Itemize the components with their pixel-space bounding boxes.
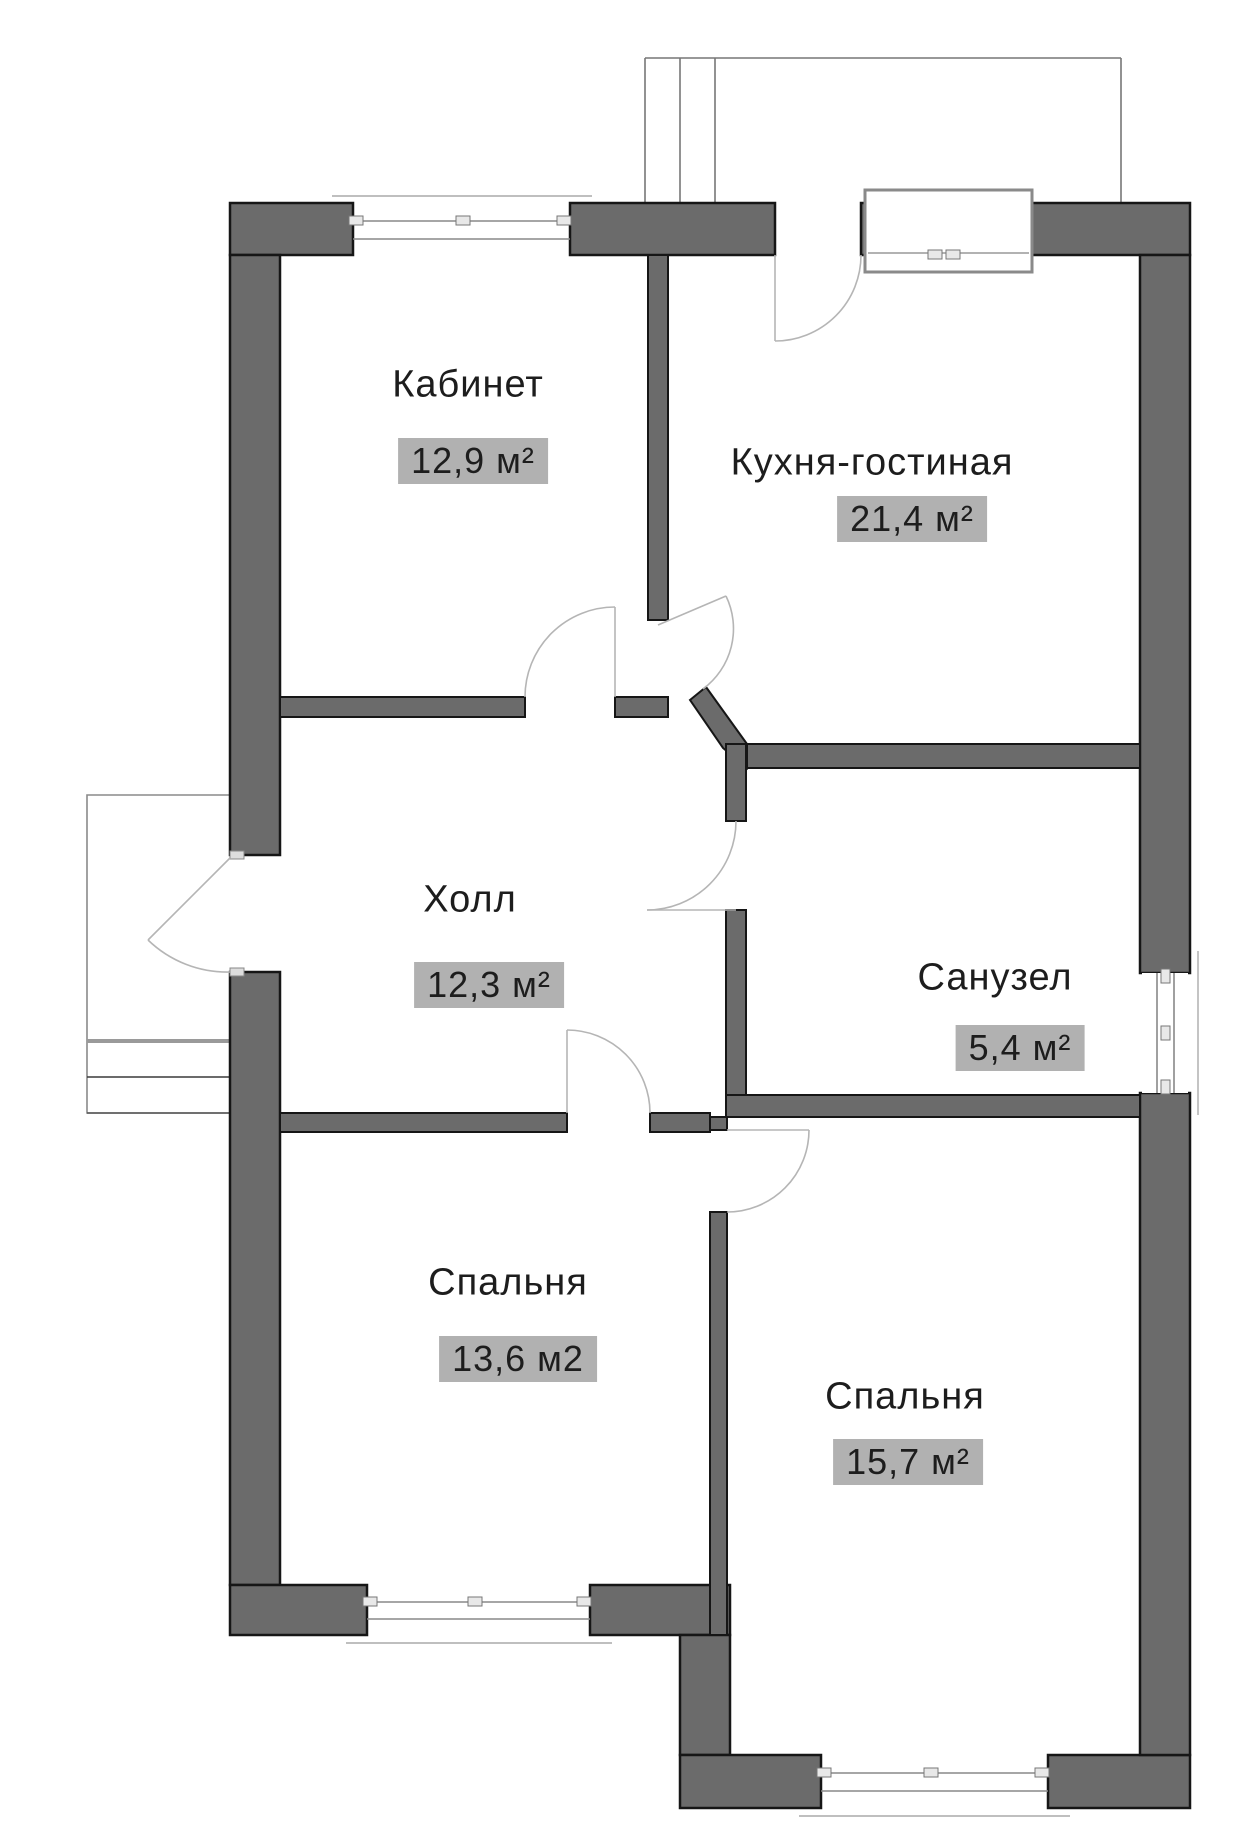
room-area-bathroom: 5,4 м²: [955, 1025, 1085, 1071]
kitchen-window-box: [863, 188, 1034, 274]
doors: [147, 254, 862, 1213]
office-door-arc: [524, 606, 616, 698]
interior-walls: [279, 254, 1141, 1636]
kitchen-door-opening: [777, 205, 859, 253]
room-name-bedroom-1: Спальня: [428, 1261, 588, 1304]
room-name-hall: Холл: [423, 878, 517, 921]
wall-wing-left: [678, 1633, 732, 1757]
entrance-porch: [86, 794, 230, 1114]
room-area-bedroom-2: 15,7 м²: [833, 1439, 983, 1485]
wall-office-hall-left: [279, 696, 526, 718]
bathroom-door-arc: [646, 820, 737, 911]
room-name-office: Кабинет: [392, 363, 544, 406]
wall-divider-top: [709, 1116, 728, 1131]
bedroom2-door-arc: [726, 1129, 810, 1213]
wall-bottom-left-mid: [588, 1583, 732, 1637]
room-name-bedroom-2: Спальня: [825, 1375, 985, 1418]
wall-office-kitchen: [647, 254, 669, 621]
wing-window: [799, 1757, 1070, 1817]
wall-office-hall-right: [614, 696, 669, 718]
wall-kitchen-bathroom: [746, 743, 1141, 769]
room-area-kitchen-living: 21,4 м²: [837, 496, 987, 542]
room-name-kitchen-living: Кухня-гостиная: [730, 441, 1014, 484]
wall-top-mid: [568, 201, 777, 257]
wall-wing-bottom-right: [1046, 1753, 1192, 1810]
wall-left-upper: [228, 253, 282, 857]
wall-bedroom1-bedroom2: [709, 1211, 728, 1636]
room-area-bedroom-1: 13,6 м2: [439, 1336, 597, 1382]
wall-wing-bottom-left: [678, 1753, 823, 1810]
wall-bathroom-left-upper: [725, 743, 747, 822]
wall-right-lower: [1138, 1091, 1192, 1757]
wall-left-lower: [228, 970, 282, 1587]
kitchen-entry-door-arc: [774, 254, 862, 342]
wall-right-upper: [1138, 253, 1192, 975]
kitchen-diagonal-door-arc: [657, 595, 735, 690]
wall-bathroom-bedroom2: [725, 1094, 1141, 1118]
bathroom-window: [1142, 951, 1199, 1115]
terrace-outline: [644, 57, 1122, 203]
entrance-door-arc: [147, 850, 245, 977]
wall-top-left: [228, 201, 355, 257]
wall-hall-bedroom1-left: [279, 1112, 568, 1133]
room-area-office: 12,9 м²: [398, 438, 548, 484]
room-area-hall: 12,3 м²: [414, 962, 564, 1008]
wall-hall-bedroom1-right: [649, 1112, 711, 1133]
office-window: [332, 195, 592, 253]
wall-bathroom-left-lower: [725, 909, 747, 1096]
bedroom1-window: [346, 1587, 612, 1644]
room-name-bathroom: Санузел: [917, 956, 1073, 999]
bedroom1-door-arc: [566, 1029, 651, 1114]
wall-bottom-left-corner: [228, 1583, 369, 1637]
